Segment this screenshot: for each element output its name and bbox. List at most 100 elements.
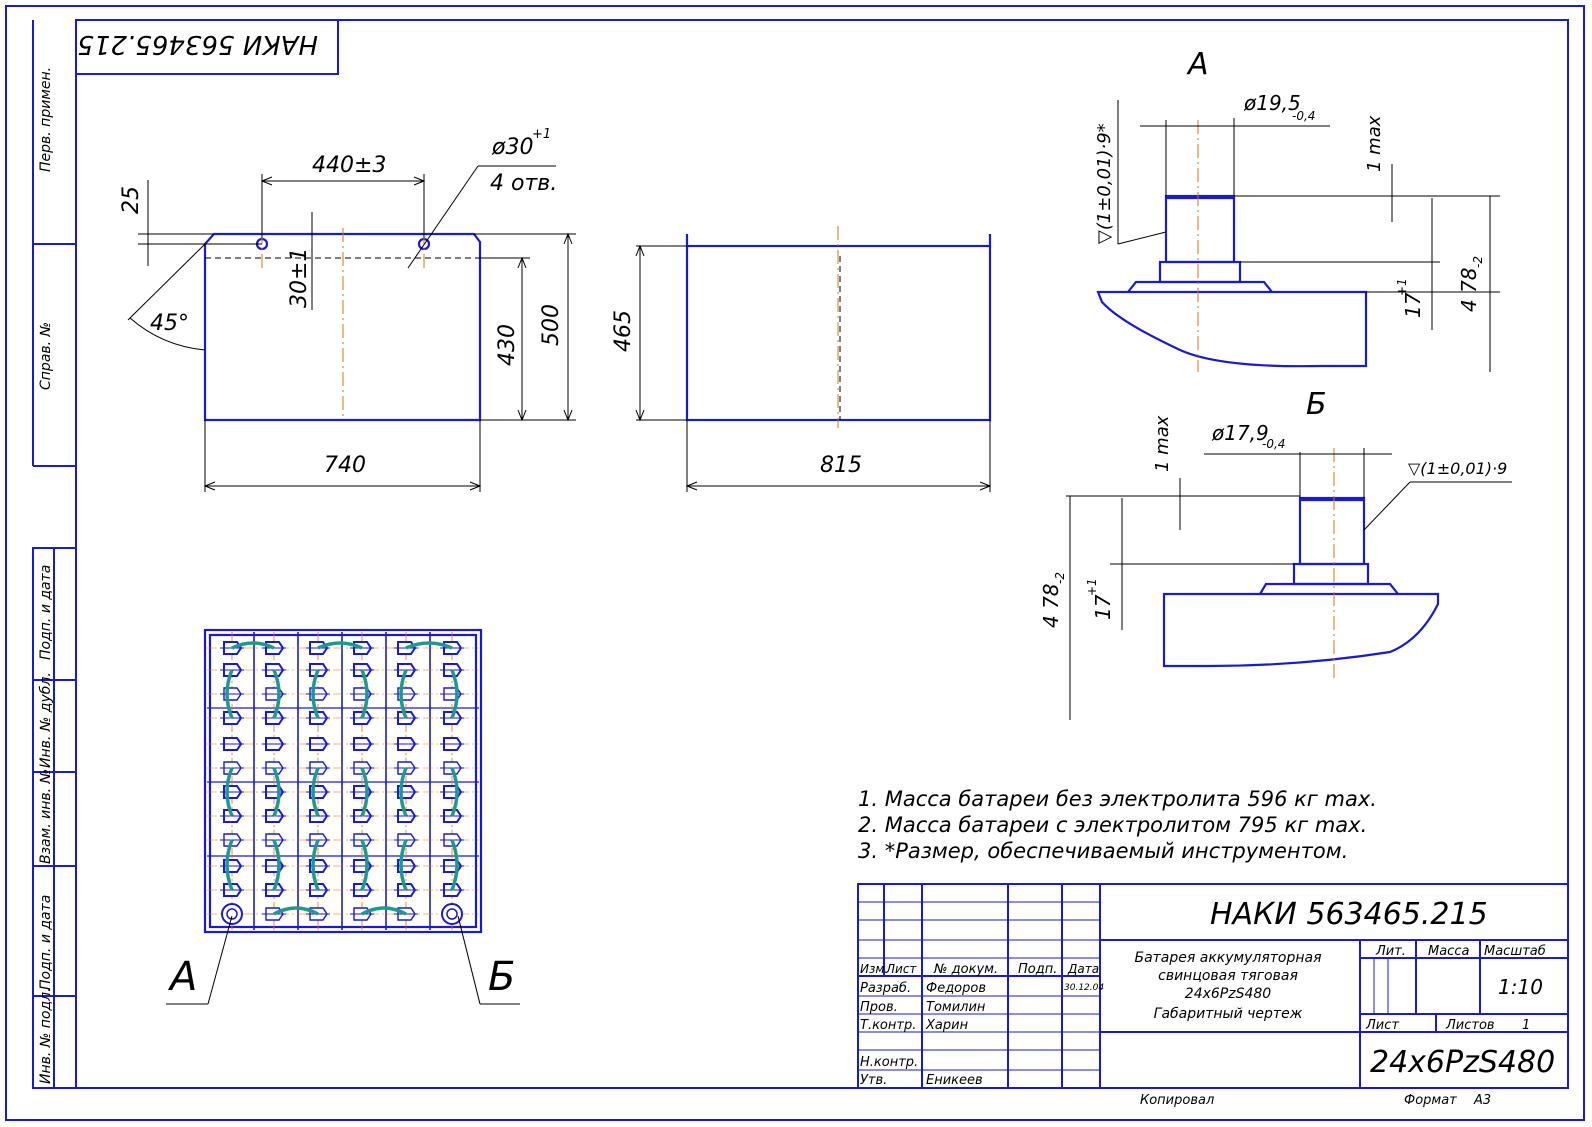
view-b-max: 1 max [1152, 415, 1173, 472]
busbar-connector [231, 641, 275, 650]
tb-listov: Листов [1445, 1018, 1495, 1033]
busbar-connector [360, 669, 369, 719]
tb-head-data: Дата [1067, 962, 1099, 976]
view-a-dia: ø19,5 [1243, 91, 1301, 115]
note-1: 1. Масса батареи без электролита 596 кг … [858, 787, 1377, 811]
view-b-h17-tol: +1 [1085, 578, 1099, 596]
dim-45: 45° [150, 311, 189, 336]
side-view-dims: 465 815 [611, 310, 862, 478]
title-block [857, 883, 1569, 1089]
view-b-h478: 4 78 [1039, 583, 1063, 628]
tb-role-nkontr: Н.контр. [860, 1055, 918, 1070]
end-terminal [441, 903, 463, 925]
tb-title-2: свинцовая тяговая [1158, 968, 1298, 984]
busbar-connector [311, 669, 320, 719]
tb-list: Лист [1365, 1018, 1399, 1033]
busbar-connector [361, 906, 407, 916]
busbar-connector [311, 767, 320, 817]
tb-head-podp: Подп. [1018, 962, 1057, 977]
tb-format-val: А3 [1473, 1093, 1491, 1108]
detail-view-b-labels: Б ø17,9 -0,4 ▽(1±0,01)·9 1 max 17 +1 4 7… [1039, 387, 1507, 628]
end-terminal [221, 903, 243, 925]
view-a-h17-tol: +1 [1395, 278, 1409, 296]
technical-notes: 1. Масса батареи без электролита 596 кг … [858, 787, 1377, 863]
view-b-h17: 17 [1091, 594, 1115, 620]
detail-view-a-labels: А ø19,5 -0,4 ▽(1±0,01)·9* 1 max 17 +1 4 … [1094, 47, 1485, 318]
end-terminal-inner [446, 908, 458, 920]
tb-format: Формат [1404, 1093, 1457, 1108]
view-a-h478-tol: -2 [1471, 256, 1485, 268]
front-view [127, 165, 576, 492]
sheet-frame [5, 5, 1585, 1121]
tb-scale: 1:10 [1498, 975, 1543, 999]
tb-kopiroval: Копировал [1140, 1093, 1214, 1108]
busbar-connector [399, 669, 408, 719]
top-doc-number: НАКИ 563465.215 [77, 29, 318, 59]
busbar-connector [450, 669, 459, 719]
title-block-text: НАКИ 563465.215 Изм. Лист № докум. Подп.… [860, 897, 1555, 1108]
top-doc-stamp: НАКИ 563465.215 [75, 19, 339, 75]
tb-designation: 24x6PzS480 [1370, 1045, 1555, 1080]
dim-25: 25 [119, 186, 144, 214]
view-b-rough: ▽(1±0,01)·9 [1408, 459, 1507, 478]
dim-440: 440±3 [312, 153, 386, 178]
dim-500: 500 [539, 304, 564, 346]
tb-role-tkontr: Т.контр. [860, 1018, 916, 1033]
stamp-perv-primen: Перв. примен. [38, 67, 54, 172]
dim-815: 815 [820, 453, 862, 478]
dim-hole: ø30 [491, 135, 533, 160]
view-b-h478-tol: -2 [1053, 572, 1067, 584]
tb-masshtab: Масштаб [1484, 944, 1546, 959]
tb-role-prov: Пров. [860, 1000, 898, 1015]
stamp-podp-data-2: Подп. и дата [38, 895, 54, 990]
busbar-connector [405, 641, 453, 650]
dim-hole-tol: +1 [532, 127, 551, 142]
tb-name-prov: Томилин [926, 1000, 986, 1015]
busbar-connector [399, 767, 408, 817]
dim-465: 465 [611, 310, 636, 352]
busbar-connector [311, 839, 320, 891]
busbar-connector [273, 906, 319, 916]
callout-a: А [167, 954, 197, 1000]
stamp-sprav-no: Справ. № [38, 322, 54, 390]
stamp-vzam-inv: Взам. инв. № [38, 769, 54, 864]
tb-doc-number: НАКИ 563465.215 [1210, 897, 1488, 932]
front-view-dims: 440±3 ø30 +1 4 отв. 25 30±1 45° 430 500 … [119, 127, 564, 478]
tb-listov-val: 1 [1522, 1018, 1530, 1033]
detail-view-b [1066, 448, 1512, 720]
stamp-inv-podl: Инв. № подл. [38, 987, 54, 1084]
tb-title-1: Батарея аккумуляторная [1134, 950, 1321, 966]
view-b-title: Б [1306, 387, 1327, 422]
note-3: 3. *Размер, обеспечиваемый инструментом. [858, 839, 1348, 863]
view-b-dia: ø17,9 [1211, 421, 1269, 445]
callout-b: Б [488, 954, 515, 1000]
busbar-connector [317, 641, 363, 650]
view-a-rough: ▽(1±0,01)·9* [1094, 123, 1115, 244]
stamp-inv-dubl: Инв. № дубл. [38, 672, 54, 768]
busbar-connector [360, 767, 369, 817]
cells-grid [207, 632, 479, 930]
tb-role-razrab: Разраб. [860, 981, 911, 996]
tb-title-4: Габаритный чертеж [1154, 1006, 1303, 1022]
busbar-connector [272, 839, 281, 891]
tb-title-3: 24x6PzS480 [1185, 986, 1271, 1002]
busbar-connector [399, 839, 408, 891]
tb-head-list: Лист [885, 962, 917, 976]
tb-lit: Лит. [1375, 944, 1406, 959]
side-view [635, 226, 992, 492]
busbar-connector [450, 767, 459, 817]
busbar-connector [272, 767, 281, 817]
view-b-dia-tol: -0,4 [1262, 437, 1285, 451]
tb-name-razrab: Федоров [926, 981, 986, 996]
tb-head-izm: Изм. [860, 962, 888, 976]
stamp-podp-data-1: Подп. и дата [38, 565, 54, 660]
view-a-title: А [1186, 47, 1209, 82]
busbar-connector [272, 669, 281, 719]
detail-callouts: А Б [166, 915, 520, 1005]
view-a-max: 1 max [1364, 115, 1385, 172]
dim-740: 740 [324, 453, 366, 478]
tb-head-ndoc: № докум. [933, 962, 998, 977]
dim-430: 430 [495, 324, 520, 366]
tb-massa: Масса [1428, 944, 1469, 959]
